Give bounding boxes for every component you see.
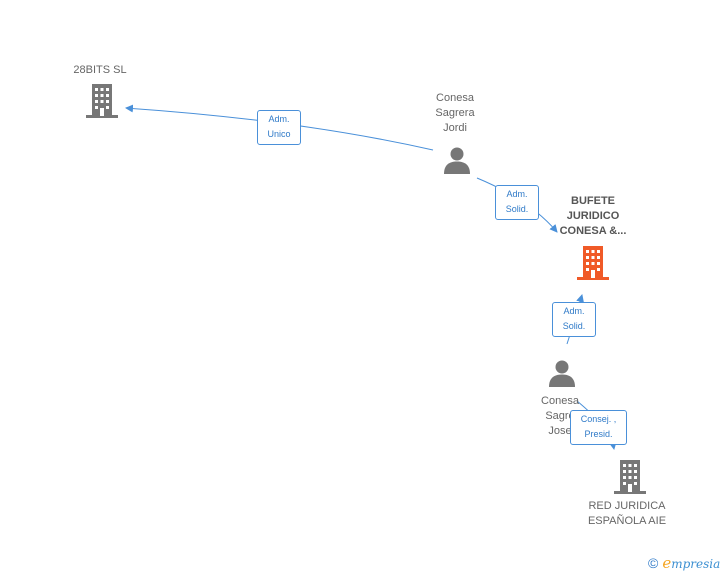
company-name-28bits[interactable]: 28BITS SL bbox=[73, 64, 127, 76]
name-line: Sagre bbox=[545, 410, 575, 422]
person-icon[interactable] bbox=[443, 146, 471, 179]
person-name-conesa-sagre-jose[interactable]: Conesa Sagre Jose bbox=[530, 394, 590, 439]
brand-rest: mpresia bbox=[671, 557, 721, 571]
name-line: Jordi bbox=[443, 122, 467, 134]
person-name-conesa-sagrera-jordi[interactable]: Conesa Sagrera Jordi bbox=[405, 91, 505, 136]
name-line: BUFETE bbox=[571, 195, 615, 207]
building-icon[interactable] bbox=[577, 246, 609, 285]
building-icon[interactable] bbox=[614, 460, 646, 499]
edge-label-line: Solid. bbox=[505, 204, 529, 214]
name-line: Sagrera bbox=[435, 107, 475, 119]
company-name-red-juridica[interactable]: RED JURIDICA ESPAÑOLA AIE bbox=[577, 499, 677, 529]
person-icon[interactable] bbox=[548, 359, 576, 392]
name-line: RED JURIDICA bbox=[588, 500, 666, 512]
edge-label-line: Presid. bbox=[584, 429, 613, 439]
copyright-icon: © bbox=[648, 555, 659, 571]
edge-label-line: Adm. bbox=[506, 189, 528, 199]
empresia-watermark[interactable]: © empresia bbox=[648, 554, 720, 572]
brand-first-letter: e bbox=[662, 554, 672, 572]
edge-label-line: Unico bbox=[267, 129, 291, 139]
edge-label-line: Solid. bbox=[562, 321, 586, 331]
name-line: Conesa bbox=[541, 395, 579, 407]
name-line: ESPAÑOLA AIE bbox=[587, 515, 667, 527]
name-line: Conesa bbox=[436, 92, 474, 104]
edge-label-adm-solid-jordi[interactable]: Adm. Solid. bbox=[495, 185, 539, 220]
edge-label-line: Adm. bbox=[268, 114, 290, 124]
edge-label-line: Adm. bbox=[563, 306, 585, 316]
name-line: JURIDICO bbox=[566, 210, 620, 222]
edge-label-line: Consej. , bbox=[580, 414, 617, 424]
name-line: Jose bbox=[548, 425, 572, 437]
company-name-bufete-juridico[interactable]: BUFETE JURIDICO CONESA &... bbox=[543, 194, 643, 239]
building-icon[interactable] bbox=[86, 84, 118, 123]
edge-label-consej-presid[interactable]: Consej. , Presid. bbox=[570, 410, 627, 445]
edge-label-adm-unico[interactable]: Adm. Unico bbox=[257, 110, 301, 145]
edge-label-adm-solid-jose[interactable]: Adm. Solid. bbox=[552, 302, 596, 337]
name-line: CONESA &... bbox=[559, 225, 627, 237]
brand-logo: empresia bbox=[662, 554, 720, 572]
